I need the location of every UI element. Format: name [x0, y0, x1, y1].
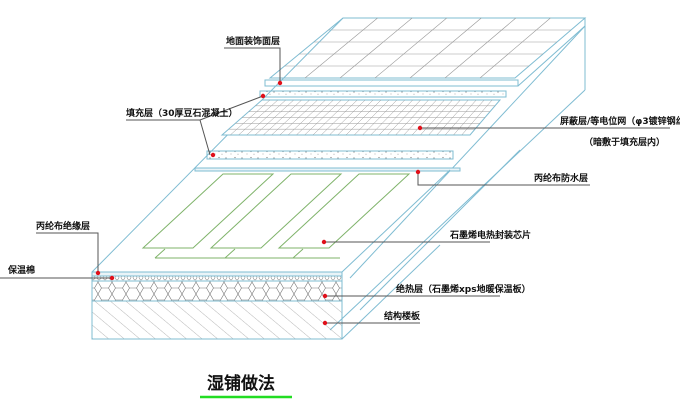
marker-insulation-cloth: [95, 270, 101, 276]
label-structural-slab: 结构楼板: [384, 310, 421, 322]
waterproof-layer: [194, 167, 461, 172]
tile-line: [374, 17, 447, 79]
diagram-caption: 湿铺做法: [207, 373, 275, 394]
shield-mesh-layer: [220, 99, 502, 136]
label-shield-mesh-note: （暗敷于填充层内）: [584, 136, 665, 148]
marker-waterproof: [415, 169, 421, 175]
label-thermal-board: 绝热层（石墨烯xps地暖保温板）: [396, 283, 531, 295]
tile-line: [339, 17, 413, 79]
heating-film-link: [224, 248, 236, 259]
label-filling: 填充层（30厚豆石混凝土）: [126, 107, 238, 119]
filling-strip-top: [259, 90, 507, 98]
marker-filling-top: [260, 93, 266, 99]
marker-heating-chip: [321, 239, 327, 245]
floor-finish-layer: [264, 17, 587, 87]
label-floor-finish: 地面装饰面层: [226, 35, 280, 47]
heating-film-strip: [209, 173, 343, 249]
label-shield-mesh: 屏蔽层/等电位网（φ3镀锌钢丝网）: [560, 115, 680, 127]
marker-shield-mesh: [417, 125, 423, 131]
marker-thermal-cotton: [109, 275, 115, 281]
marker-structural-slab: [322, 320, 328, 326]
heating-film-link: [154, 248, 166, 259]
marker-floor-finish: [277, 80, 283, 86]
outline-edges: [91, 17, 586, 331]
filling-strip-lower: [206, 150, 454, 160]
marker-filling-lower: [210, 152, 216, 158]
label-insulation-cloth: 丙纶布绝缘层: [36, 220, 90, 232]
tile-line: [409, 17, 482, 79]
tile-line: [479, 17, 551, 79]
base-slab: [91, 169, 451, 340]
label-heating-chip: 石墨烯电热封装芯片: [449, 229, 531, 241]
layer-markers: [95, 80, 423, 326]
tile-line: [304, 17, 378, 79]
tile-line: [444, 17, 517, 79]
label-waterproof: 丙纶布防水层: [534, 172, 588, 184]
heating-film-strips: [141, 173, 411, 259]
heating-film-link: [292, 248, 304, 259]
label-thermal-cotton: 保温棉: [7, 264, 35, 276]
marker-thermal-board: [322, 293, 328, 299]
leader-lines: [0, 47, 670, 324]
heating-film-strip: [277, 173, 411, 249]
heating-film-strip: [141, 173, 275, 249]
